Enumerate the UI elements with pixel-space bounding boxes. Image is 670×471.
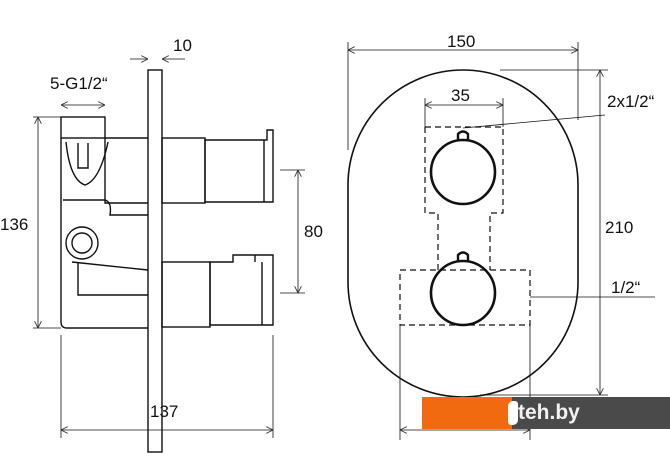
watermark-logo-mark xyxy=(508,401,518,425)
dim-knob-width: 35 xyxy=(451,86,470,105)
lower-handle xyxy=(209,254,274,326)
wall-plate-side xyxy=(147,69,163,453)
dim-plate-height: 210 xyxy=(605,218,634,237)
label-upper-outlet: 2x1/2“ xyxy=(607,92,655,111)
upper-cartridge-body xyxy=(161,137,206,204)
dim-panel-thickness: 10 xyxy=(173,36,192,55)
label-lower-outlet: 1/2“ xyxy=(611,278,641,297)
dim-total-depth: 137 xyxy=(150,402,179,421)
upper-knob xyxy=(429,138,497,206)
watermark-banner: teh.by xyxy=(422,397,670,429)
cover-plate xyxy=(347,69,579,398)
watermark-accent xyxy=(422,397,512,429)
front-view xyxy=(347,42,655,440)
side-connection xyxy=(65,226,99,260)
dim-body-height: 136 xyxy=(0,215,29,234)
side-view xyxy=(33,59,305,453)
dim-plate-width: 150 xyxy=(447,32,476,51)
dim-cartridge-spacing: 80 xyxy=(304,222,323,241)
upper-handle xyxy=(204,129,274,203)
lower-cartridge-body xyxy=(161,261,211,328)
top-connection xyxy=(60,116,106,139)
dim-connection: 5-G1/2“ xyxy=(50,74,108,93)
watermark-text: teh.by xyxy=(512,397,670,429)
